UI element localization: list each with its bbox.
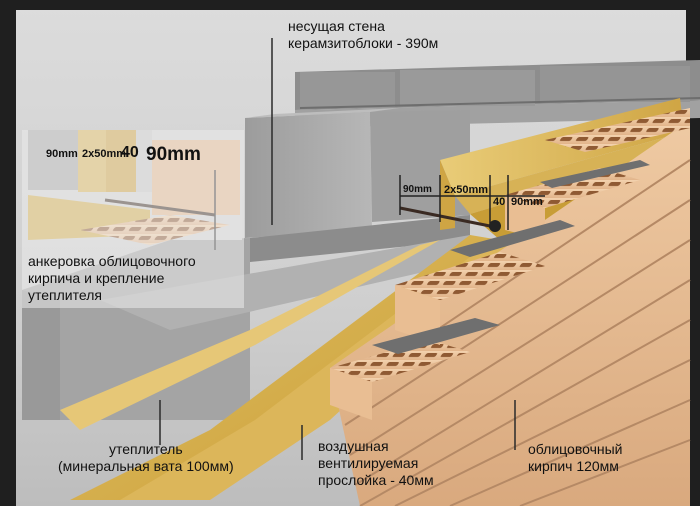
- main-dim-90mm-left: 90mm: [403, 184, 432, 195]
- frame-top: [0, 0, 700, 10]
- facing-brick-wall: [330, 108, 691, 506]
- main-dimension-lines: [399, 175, 545, 230]
- inset-dim-2x50mm: 2x50mm: [82, 148, 127, 160]
- label-load-bearing-wall: несущая стена керамзитоблоки - 390м: [288, 18, 439, 51]
- inset-panel: [22, 130, 244, 308]
- main-dim-90mm-right: 90mm: [511, 196, 543, 208]
- label-insulation: утеплитель (минеральная вата 100мм): [58, 441, 234, 474]
- inset-dim-40: 40: [121, 144, 139, 161]
- main-dim-40: 40: [493, 196, 506, 208]
- label-anchoring: анкеровка облицовочного кирпича и крепле…: [28, 253, 196, 303]
- main-dim-2x50mm: 2x50mm: [444, 184, 489, 196]
- frame-left: [0, 0, 16, 506]
- inset-dim-90mm-left: 90mm: [46, 148, 78, 160]
- label-air-gap: воздушная вентилируемая прослойка - 40мм: [318, 438, 434, 488]
- inset-dim-90mm-right: 90mm: [146, 144, 201, 165]
- block-wall-upper: [295, 60, 700, 128]
- label-facing-brick: облицовочный кирпич 120мм: [528, 441, 623, 474]
